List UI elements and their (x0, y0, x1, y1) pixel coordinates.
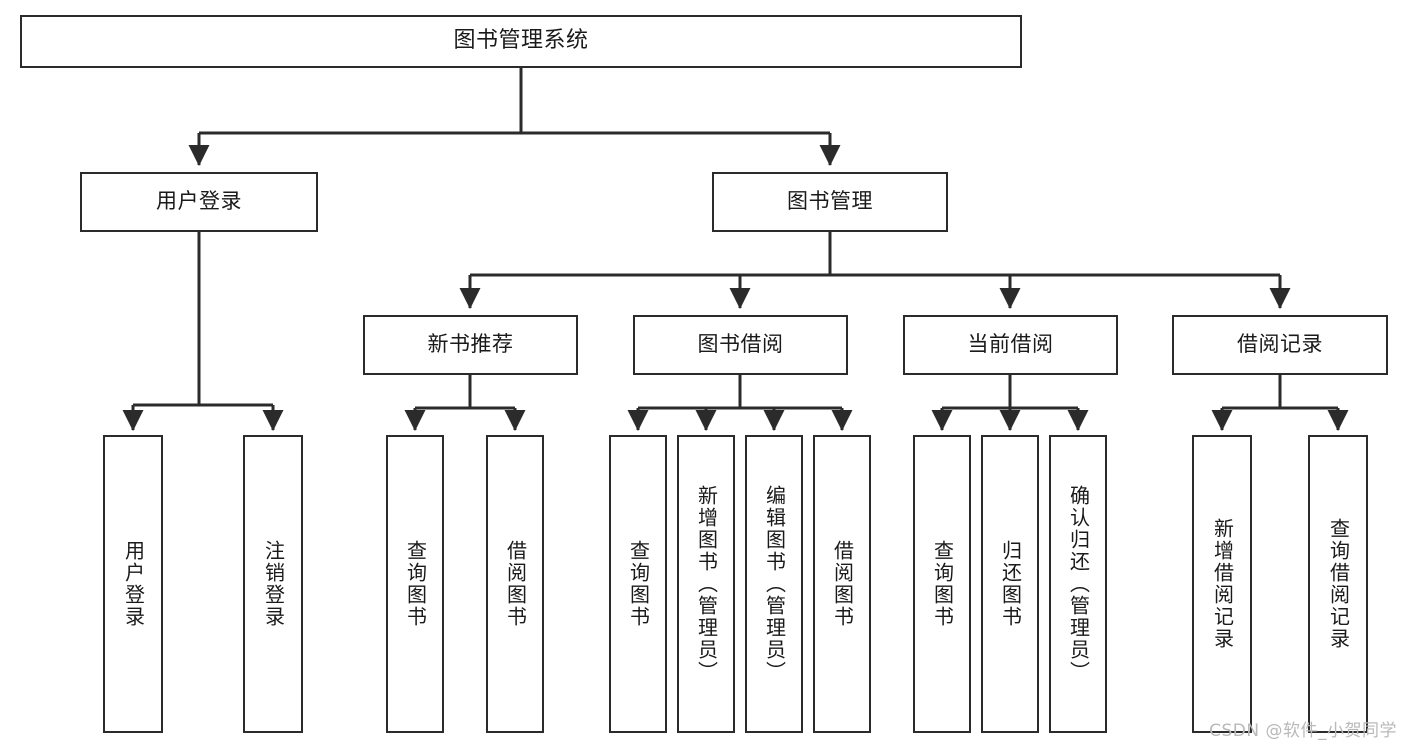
leaf-confirm-return[interactable]: 确认归还（管理员） (1049, 435, 1107, 733)
node-new-book-recommend[interactable]: 新书推荐 (363, 315, 578, 375)
leaf-query-book-recommend[interactable]: 查询图书 (386, 435, 444, 733)
leaf-label: 查询图书 (626, 540, 651, 628)
leaf-edit-book[interactable]: 编辑图书（管理员） (745, 435, 803, 733)
leaf-user-login[interactable]: 用户登录 (103, 435, 163, 733)
node-book-borrow[interactable]: 图书借阅 (633, 315, 848, 375)
leaf-return-book[interactable]: 归还图书 (981, 435, 1039, 733)
node-current-borrow[interactable]: 当前借阅 (903, 315, 1118, 375)
leaf-query-borrow-record[interactable]: 查询借阅记录 (1308, 435, 1368, 733)
node-root-system[interactable]: 图书管理系统 (20, 15, 1022, 68)
csdn-watermark: CSDN @软件_小贺同学 (1209, 721, 1397, 741)
leaf-label: 注销登录 (261, 540, 286, 628)
leaf-add-borrow-record[interactable]: 新增借阅记录 (1192, 435, 1252, 733)
leaf-label: 新增借阅记录 (1210, 518, 1235, 650)
leaf-label: 编辑图书（管理员） (762, 485, 787, 683)
leaf-query-book-borrow[interactable]: 查询图书 (609, 435, 667, 733)
leaf-add-book[interactable]: 新增图书（管理员） (677, 435, 735, 733)
leaf-label: 查询借阅记录 (1326, 518, 1351, 650)
leaf-label: 归还图书 (998, 540, 1023, 628)
leaf-label: 新增图书（管理员） (694, 485, 719, 683)
node-borrow-record[interactable]: 借阅记录 (1172, 315, 1388, 375)
leaf-label: 借阅图书 (503, 540, 528, 628)
leaf-label: 借阅图书 (830, 540, 855, 628)
node-user-login[interactable]: 用户登录 (80, 172, 318, 232)
leaf-label: 查询图书 (403, 540, 428, 628)
leaf-borrow-book-recommend[interactable]: 借阅图书 (486, 435, 544, 733)
leaf-query-book-current[interactable]: 查询图书 (913, 435, 971, 733)
leaf-label: 用户登录 (121, 540, 146, 628)
leaf-borrow-book-borrow[interactable]: 借阅图书 (813, 435, 871, 733)
leaf-label: 确认归还（管理员） (1066, 485, 1091, 683)
node-book-management[interactable]: 图书管理 (712, 172, 948, 232)
leaf-logout-login[interactable]: 注销登录 (243, 435, 303, 733)
leaf-label: 查询图书 (930, 540, 955, 628)
